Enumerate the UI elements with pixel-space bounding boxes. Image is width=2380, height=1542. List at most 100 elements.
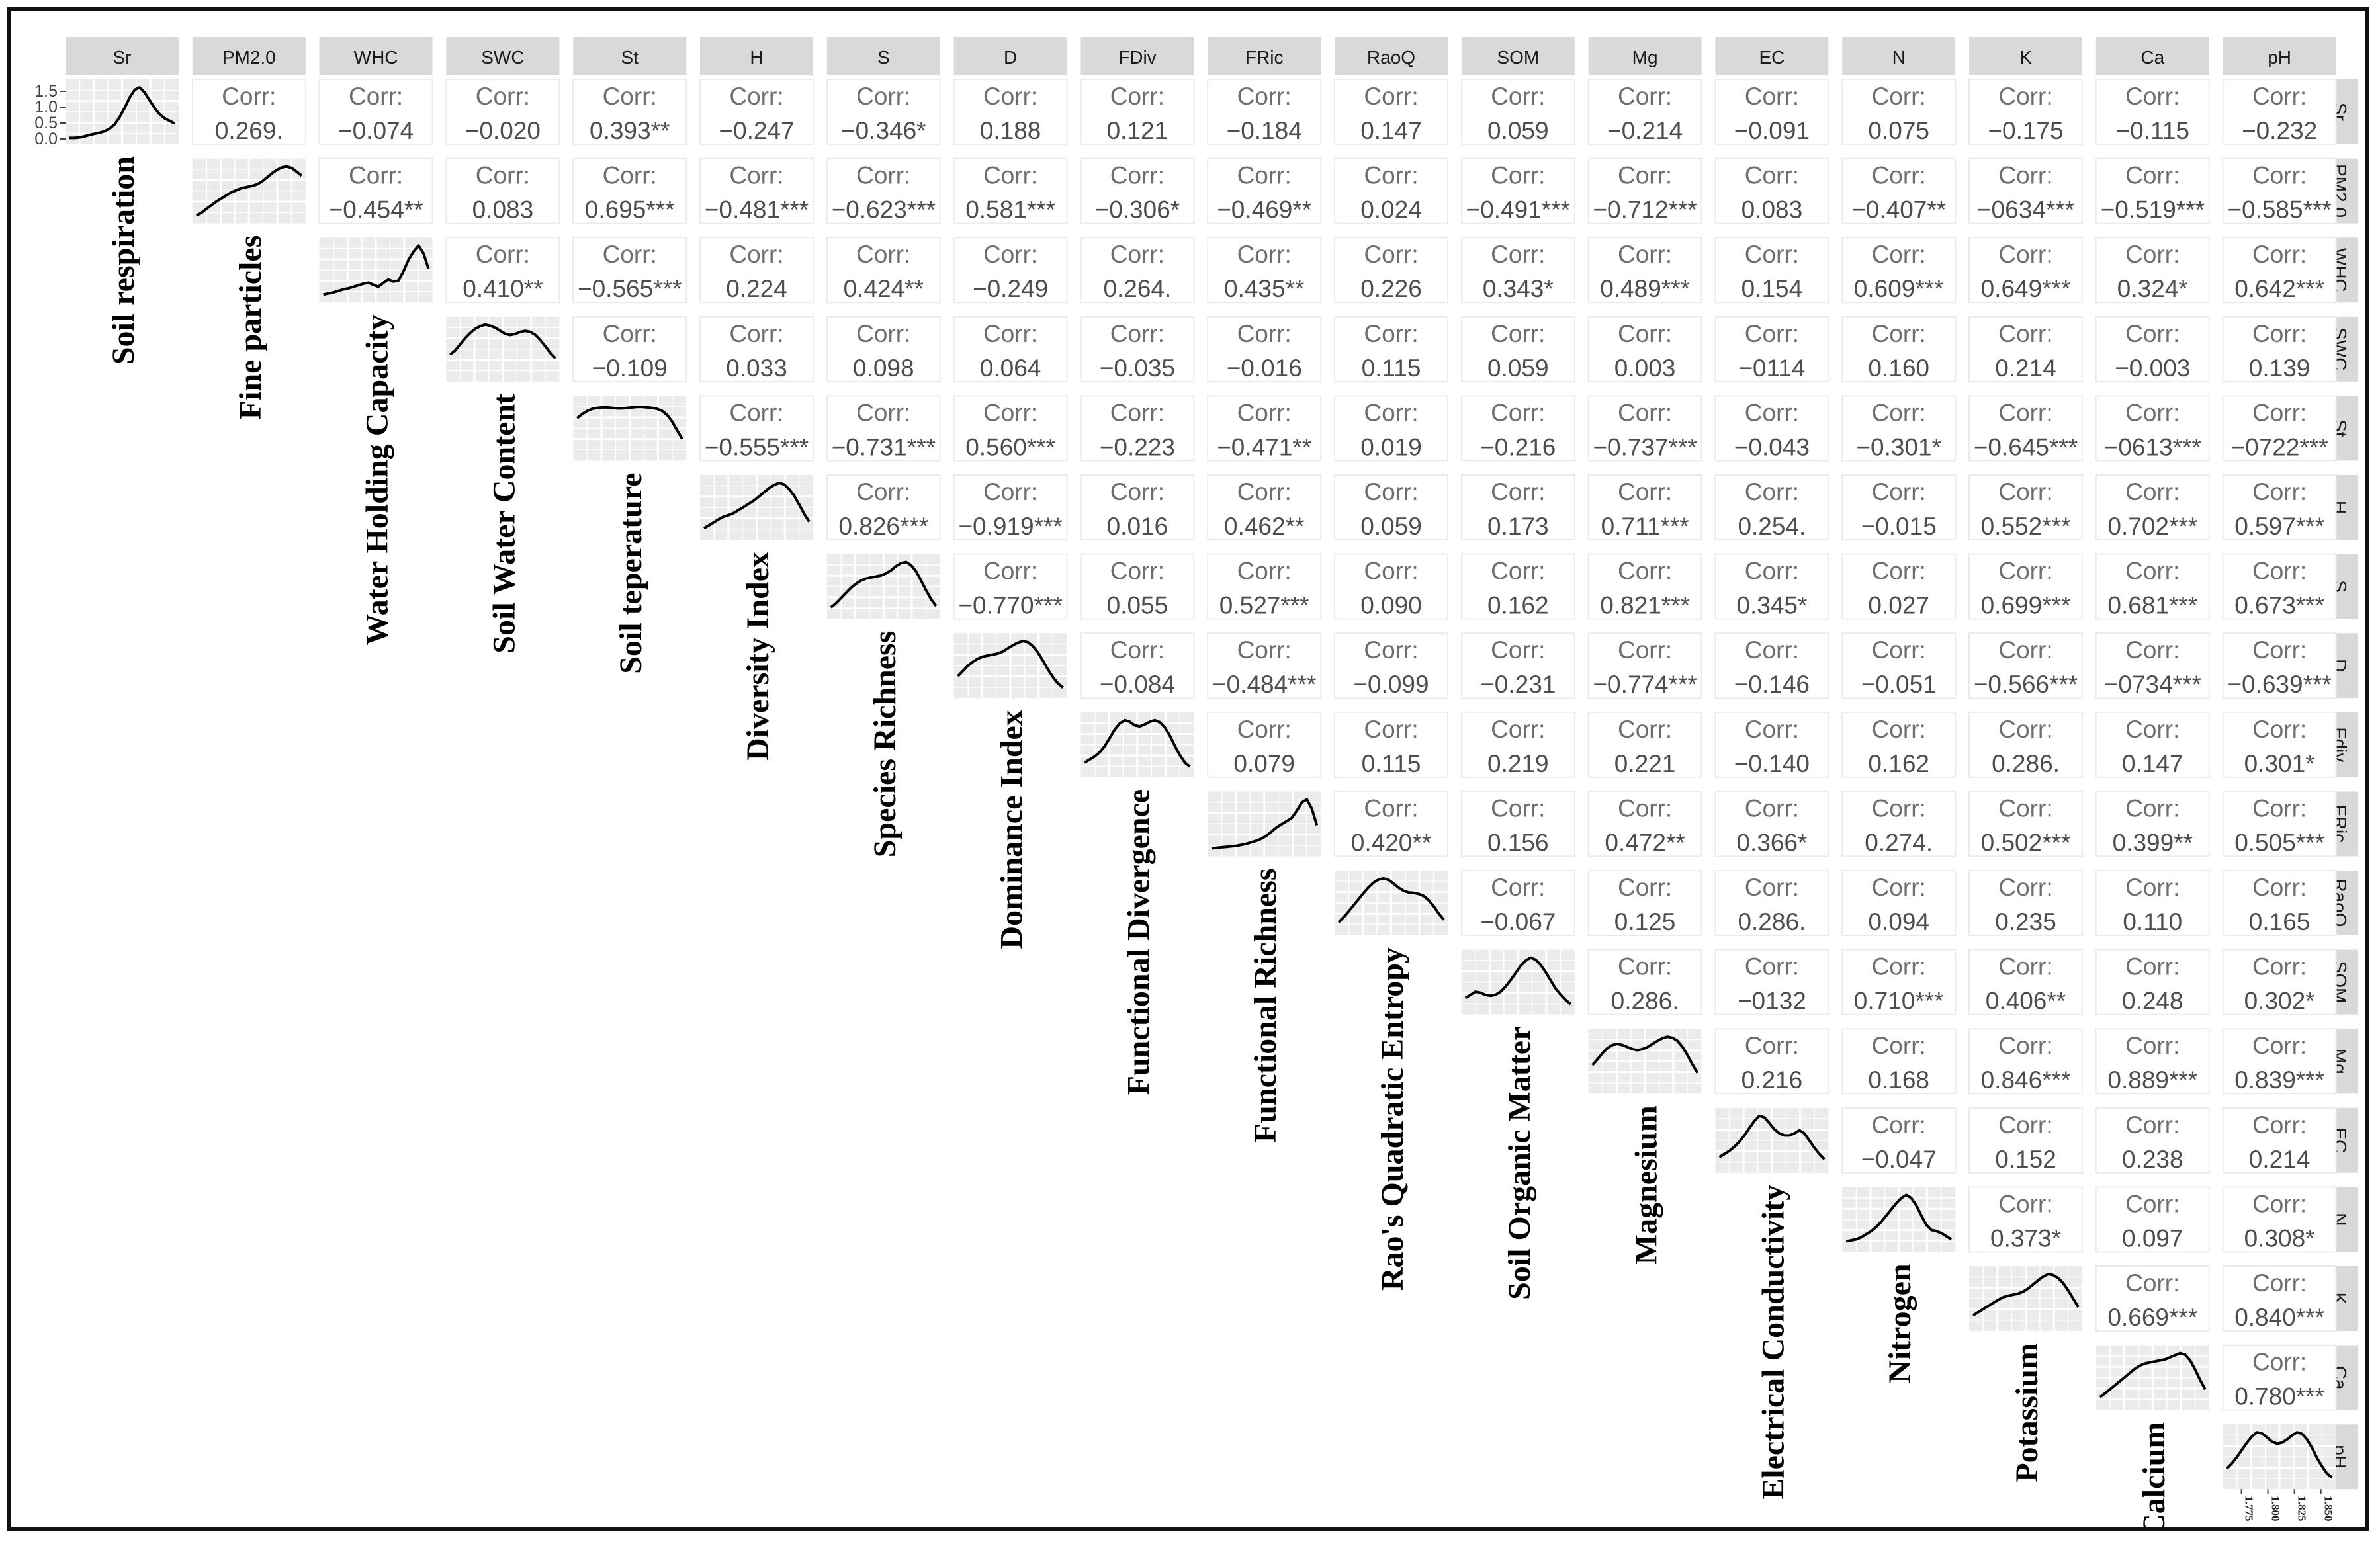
corr-panel-0-1 xyxy=(191,79,306,145)
corr-panel-6-7 xyxy=(953,553,1068,620)
corr-label: Corr: xyxy=(1491,558,1545,585)
variable-full-name-10: Rao's Quadratic Entropy xyxy=(1375,947,1410,1291)
corr-label: Corr: xyxy=(1364,241,1418,268)
corr-panel-3-4 xyxy=(572,316,687,382)
corr-value-1-5: −0.481*** xyxy=(705,196,809,224)
variable-full-name-5: Diversity Index xyxy=(740,552,775,761)
column-header-15: K xyxy=(2019,47,2032,67)
corr-panel-5-10 xyxy=(1334,474,1448,540)
corr-value-8-16: 0.147 xyxy=(2122,750,2183,777)
corr-label: Corr: xyxy=(1364,794,1418,822)
corr-value-5-15: 0.552*** xyxy=(1981,513,2071,540)
corr-value-2-15: 0.649*** xyxy=(1981,275,2071,302)
corr-value-1-17: −0.585*** xyxy=(2227,196,2331,224)
corr-label: Corr: xyxy=(1618,241,1672,268)
corr-value-7-16: −0734*** xyxy=(2104,671,2201,698)
corr-panel-3-15 xyxy=(1968,316,2083,382)
corr-label: Corr: xyxy=(1872,83,1926,110)
corr-value-4-13: −0.043 xyxy=(1734,433,1810,460)
corr-label: Corr: xyxy=(349,162,403,189)
corr-panel-4-10 xyxy=(1334,395,1448,462)
corr-value-0-1: 0.269. xyxy=(215,117,283,144)
corr-label: Corr: xyxy=(983,162,1037,189)
corr-label: Corr: xyxy=(2252,636,2307,664)
corr-panel-13-17 xyxy=(2222,1107,2337,1174)
variable-full-name-14: Nitrogen xyxy=(1882,1264,1917,1383)
corr-panel-6-9 xyxy=(1207,553,1322,620)
corr-value-9-16: 0.399** xyxy=(2113,829,2193,856)
corr-value-2-7: −0.249 xyxy=(973,275,1048,302)
corr-value-7-15: −0.566*** xyxy=(1974,671,2078,698)
corr-panel-4-17 xyxy=(2222,395,2337,462)
variable-full-name-16: Calcium xyxy=(2137,1422,2172,1527)
column-strip-11 xyxy=(1461,37,1575,75)
corr-panel-5-15 xyxy=(1968,474,2083,540)
corr-panel-14-16 xyxy=(2095,1186,2210,1253)
corr-label: Corr: xyxy=(1998,874,2052,901)
corr-panel-4-15 xyxy=(1968,395,2083,462)
density-curve-9 xyxy=(1211,798,1319,850)
corr-label: Corr: xyxy=(2125,1269,2180,1297)
corr-value-1-14: −0.407** xyxy=(1851,196,1946,224)
column-strip-15 xyxy=(1969,37,2082,75)
corr-panel-16-17 xyxy=(2222,1344,2337,1411)
corr-label: Corr: xyxy=(1364,320,1418,347)
corr-panel-1-17 xyxy=(2222,157,2337,224)
corr-value-4-11: −0.216 xyxy=(1480,433,1556,460)
corr-panel-7-15 xyxy=(1968,632,2083,699)
corr-panel-4-9 xyxy=(1207,395,1322,462)
corr-panel-0-12 xyxy=(1587,79,1702,145)
corr-label: Corr: xyxy=(729,83,783,110)
corr-value-0-8: 0.121 xyxy=(1107,117,1168,144)
corr-label: Corr: xyxy=(1491,320,1545,347)
corr-label: Corr: xyxy=(983,320,1037,347)
column-strip-9 xyxy=(1208,37,1321,75)
corr-label: Corr: xyxy=(856,83,910,110)
corr-value-16-17: 0.780*** xyxy=(2234,1383,2324,1410)
corr-label: Corr: xyxy=(2125,558,2180,585)
variable-full-name-4: Soil teperature xyxy=(613,472,648,673)
corr-label: Corr: xyxy=(729,320,783,347)
corr-panel-5-14 xyxy=(1841,474,1957,540)
corr-label: Corr: xyxy=(1998,636,2052,664)
corr-value-15-17: 0.840*** xyxy=(2234,1304,2324,1331)
corr-label: Corr: xyxy=(1998,83,2052,110)
corr-value-1-8: −0.306* xyxy=(1095,196,1180,224)
corr-value-2-3: 0.410** xyxy=(463,275,543,302)
corr-value-0-6: −0.346* xyxy=(841,117,926,144)
corr-value-6-15: 0.699*** xyxy=(1981,592,2071,619)
corr-panel-6-15 xyxy=(1968,553,2083,620)
corr-panel-6-13 xyxy=(1714,553,1829,620)
corr-value-12-16: 0.889*** xyxy=(2107,1066,2197,1093)
corr-label: Corr: xyxy=(1618,162,1672,189)
density-grid-5 xyxy=(700,475,813,540)
corr-panel-4-7 xyxy=(953,395,1068,462)
corr-value-0-16: −0.115 xyxy=(2116,117,2189,144)
corr-panel-1-15 xyxy=(1968,157,2083,224)
corr-panel-0-2 xyxy=(318,79,433,145)
corr-label: Corr: xyxy=(1745,558,1799,585)
corr-value-8-9: 0.079 xyxy=(1233,750,1295,777)
corr-label: Corr: xyxy=(856,478,910,505)
corr-panel-0-15 xyxy=(1968,79,2083,145)
corr-value-10-15: 0.235 xyxy=(1995,908,2056,935)
corr-label: Corr: xyxy=(1998,1111,2052,1138)
corr-label: Corr: xyxy=(2125,953,2180,980)
corr-value-1-2: −0.454** xyxy=(329,196,423,224)
corr-value-8-17: 0.301* xyxy=(2244,750,2315,777)
corr-label: Corr: xyxy=(729,162,783,189)
corr-label: Corr: xyxy=(1364,162,1418,189)
corr-panel-4-8 xyxy=(1080,395,1195,462)
column-strip-12 xyxy=(1588,37,1702,75)
variable-full-name-6: Species Richness xyxy=(867,631,903,858)
corr-label: Corr: xyxy=(1872,478,1926,505)
corr-panel-8-13 xyxy=(1714,711,1829,778)
corr-label: Corr: xyxy=(2252,1349,2307,1376)
density-curve-0 xyxy=(69,86,175,140)
corr-panel-0-11 xyxy=(1460,79,1575,145)
corr-label: Corr: xyxy=(476,83,530,110)
corr-label: Corr: xyxy=(1745,794,1799,822)
column-strip-0 xyxy=(66,37,179,75)
corr-value-11-13: −0132 xyxy=(1738,988,1806,1015)
corr-label: Corr: xyxy=(1618,874,1672,901)
